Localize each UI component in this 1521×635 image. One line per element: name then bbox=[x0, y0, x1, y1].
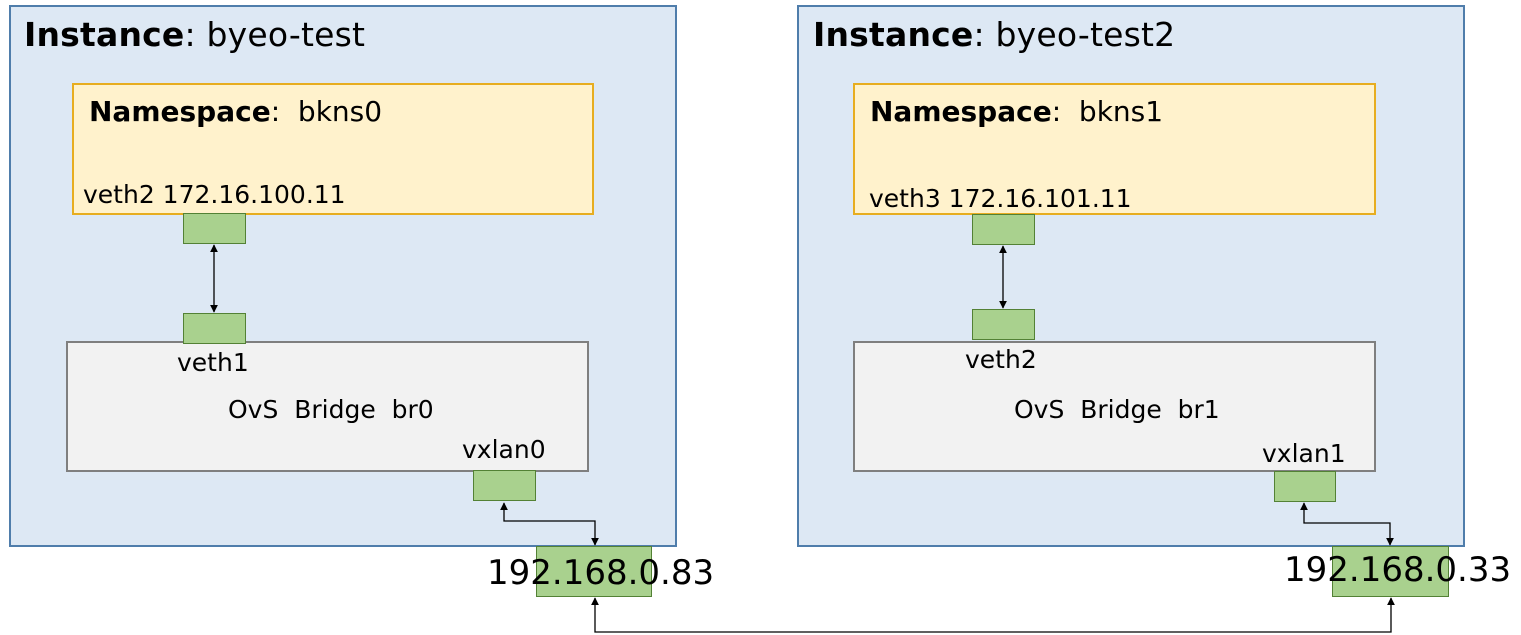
instance-title-sep: : bbox=[973, 15, 996, 54]
namespace-title: Namespace: bkns1 bbox=[870, 95, 1163, 128]
vxlan-label: vxlan1 bbox=[1262, 439, 1346, 468]
physical-ip-label: 192.168.0.83 bbox=[487, 553, 715, 593]
veth-port-namespace bbox=[183, 213, 246, 244]
physical-nic-port bbox=[1332, 546, 1449, 597]
bridge-name-label: OvS Bridge br1 bbox=[1014, 395, 1220, 424]
vxlan-label: vxlan0 bbox=[462, 435, 546, 464]
arrow-vxlan-nic-left bbox=[500, 502, 599, 546]
instance-title-sep: : bbox=[184, 15, 207, 54]
ovs-bridge-box-br0 bbox=[66, 341, 589, 472]
vxlan-port bbox=[1274, 471, 1336, 502]
bridge-name-label: OvS Bridge br0 bbox=[228, 395, 434, 424]
namespace-title-key: Namespace bbox=[870, 95, 1052, 128]
namespace-title-value: bkns1 bbox=[1078, 95, 1164, 128]
bridge-interface-label: veth1 bbox=[177, 348, 249, 377]
veth-port-namespace bbox=[972, 214, 1035, 245]
instance-title-key: Instance bbox=[813, 15, 974, 54]
vxlan-port bbox=[473, 470, 536, 501]
physical-ip-label: 192.168.0.33 bbox=[1284, 550, 1512, 590]
namespace-title-sep: : bbox=[1051, 95, 1079, 128]
namespace-title: Namespace: bkns0 bbox=[89, 95, 382, 128]
arrow-vxlan-nic-right bbox=[1300, 502, 1394, 546]
namespace-title-value: bkns0 bbox=[297, 95, 383, 128]
veth-port-bridge bbox=[972, 309, 1035, 340]
arrow-nic-to-nic bbox=[591, 597, 1395, 633]
namespace-interface-label: veth2 172.16.100.11 bbox=[83, 180, 346, 209]
bridge-interface-label: veth2 bbox=[965, 345, 1037, 374]
physical-nic-port bbox=[536, 546, 652, 597]
namespace-title-key: Namespace bbox=[89, 95, 271, 128]
instance-title: Instance: byeo-test bbox=[24, 15, 365, 54]
namespace-interface-label: veth3 172.16.101.11 bbox=[869, 184, 1132, 213]
namespace-box-bkns1 bbox=[853, 83, 1376, 215]
instance-title-value: byeo-test2 bbox=[995, 15, 1176, 54]
namespace-title-sep: : bbox=[270, 95, 298, 128]
instance-title-key: Instance bbox=[24, 15, 185, 54]
namespace-box-bkns0 bbox=[72, 83, 594, 215]
instance-title: Instance: byeo-test2 bbox=[813, 15, 1175, 54]
ovs-bridge-box-br1 bbox=[853, 341, 1376, 472]
veth-port-bridge bbox=[183, 313, 246, 344]
instance-title-value: byeo-test bbox=[206, 15, 366, 54]
